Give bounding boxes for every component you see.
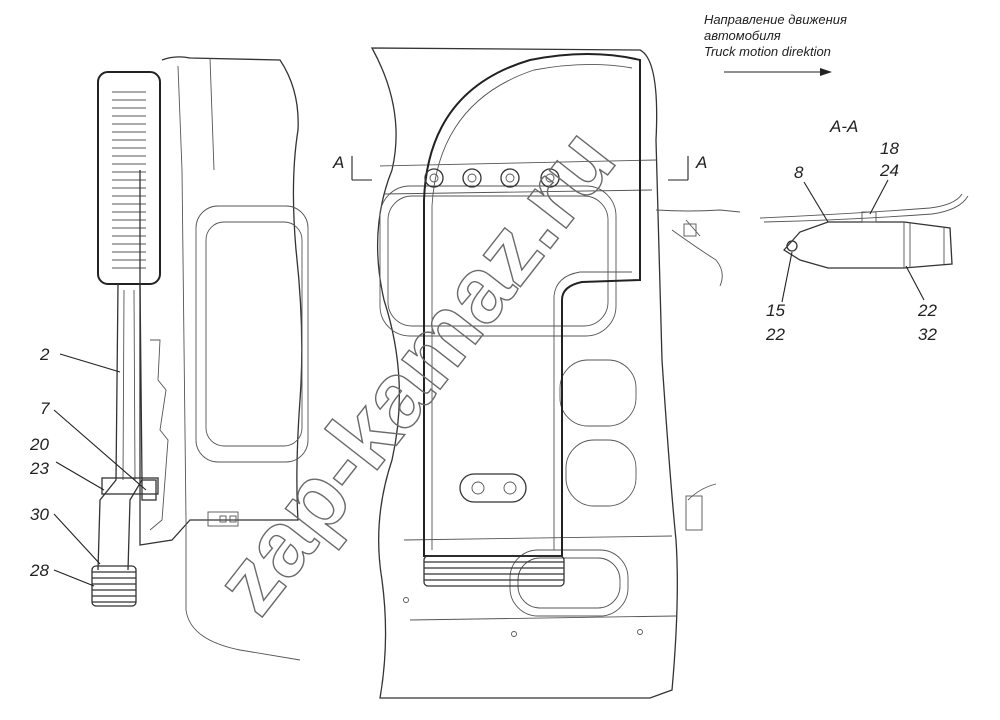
callout-28: 28	[29, 561, 49, 580]
section-marker-right-label: A	[695, 153, 707, 172]
section-view-aa	[759, 193, 969, 269]
callout-32: 32	[918, 325, 937, 344]
callout-24: 24	[879, 161, 899, 180]
callout-23: 23	[29, 459, 49, 478]
callout-2: 2	[39, 345, 50, 364]
callouts-section: A-A 8 18 24 15 22 22 32	[765, 117, 937, 344]
direction-note-line1: Направление движения	[704, 12, 847, 27]
callout-7: 7	[40, 399, 50, 418]
callout-30: 30	[30, 505, 49, 524]
section-marker-right: A	[668, 153, 707, 181]
air-intake-pipe	[91, 71, 169, 607]
cab-side-panel-left	[139, 56, 309, 661]
direction-note: Направление движения автомобиля Truck mo…	[704, 12, 847, 76]
direction-note-line2: автомобиля	[704, 28, 781, 43]
cab-rear-detail	[655, 209, 741, 531]
callout-18: 18	[880, 139, 899, 158]
section-marker-left: A	[332, 153, 372, 181]
direction-arrow-icon	[724, 68, 832, 76]
watermark: zap-kamaz.ru	[195, 110, 634, 632]
callout-8: 8	[794, 163, 804, 182]
callout-22-right: 22	[917, 301, 937, 320]
callouts-left: 2 7 20 23 30 28	[29, 345, 147, 587]
section-marker-left-label: A	[332, 153, 344, 172]
direction-note-line3: Truck motion direktion	[704, 44, 831, 59]
section-title: A-A	[829, 117, 858, 136]
air-duct-center	[423, 53, 641, 587]
callout-20: 20	[29, 435, 49, 454]
cab-side-panel-center	[370, 47, 678, 699]
callout-15: 15	[766, 301, 785, 320]
callout-22-left: 22	[765, 325, 785, 344]
